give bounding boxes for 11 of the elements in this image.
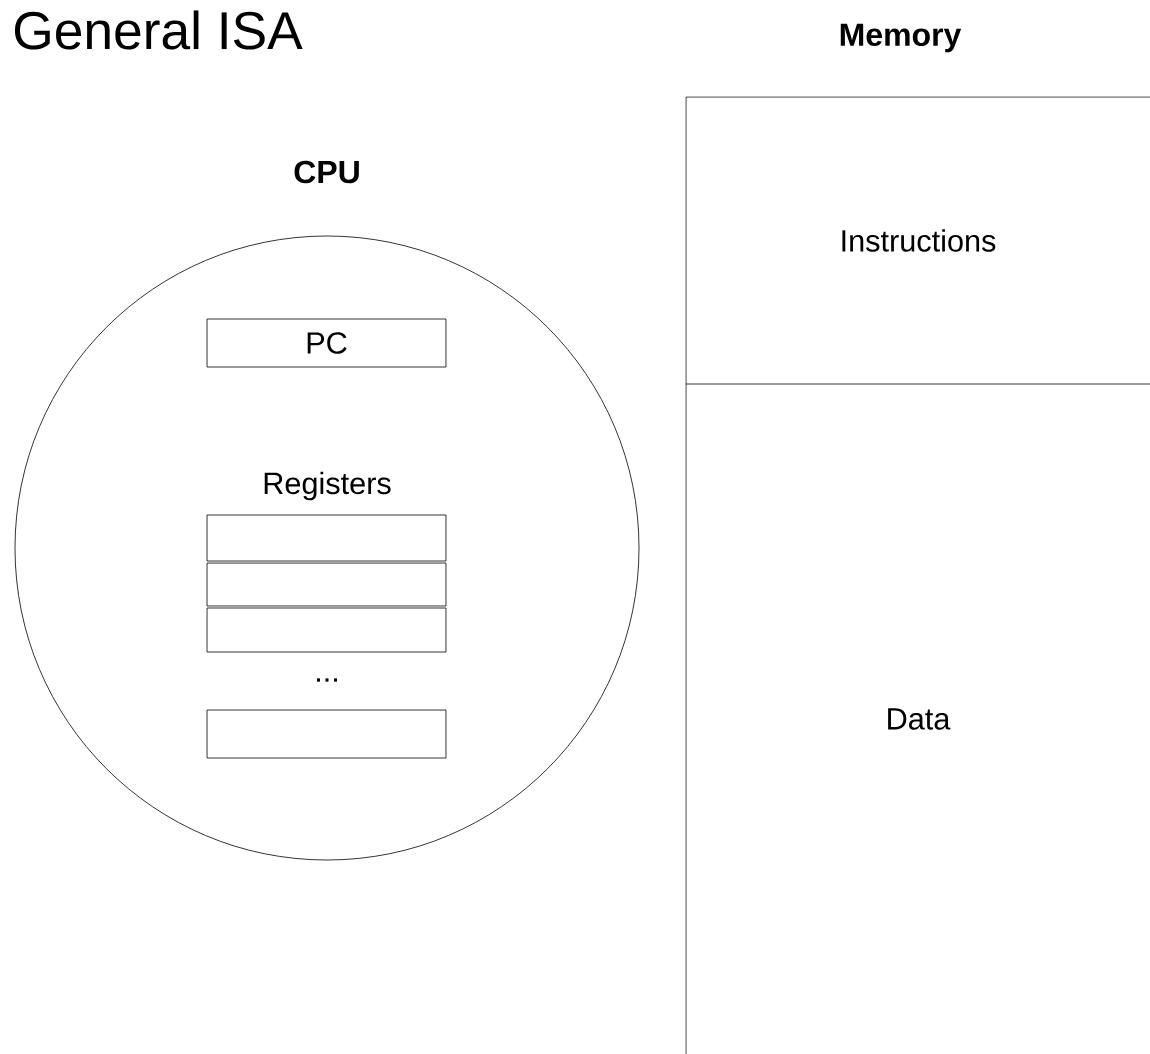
section-label: Registers	[264, 471, 391, 501]
ellipsis: ...	[317, 678, 337, 682]
register-box	[206, 709, 447, 759]
register-box	[206, 562, 447, 607]
register-box: PC	[206, 318, 447, 368]
node-label: CPU	[294, 160, 359, 184]
memory-section: Instructions	[685, 229, 1150, 385]
register-box	[206, 514, 447, 562]
memory-section: Data	[888, 708, 951, 730]
register-box	[206, 607, 447, 653]
title: General ISA	[14, 10, 303, 50]
